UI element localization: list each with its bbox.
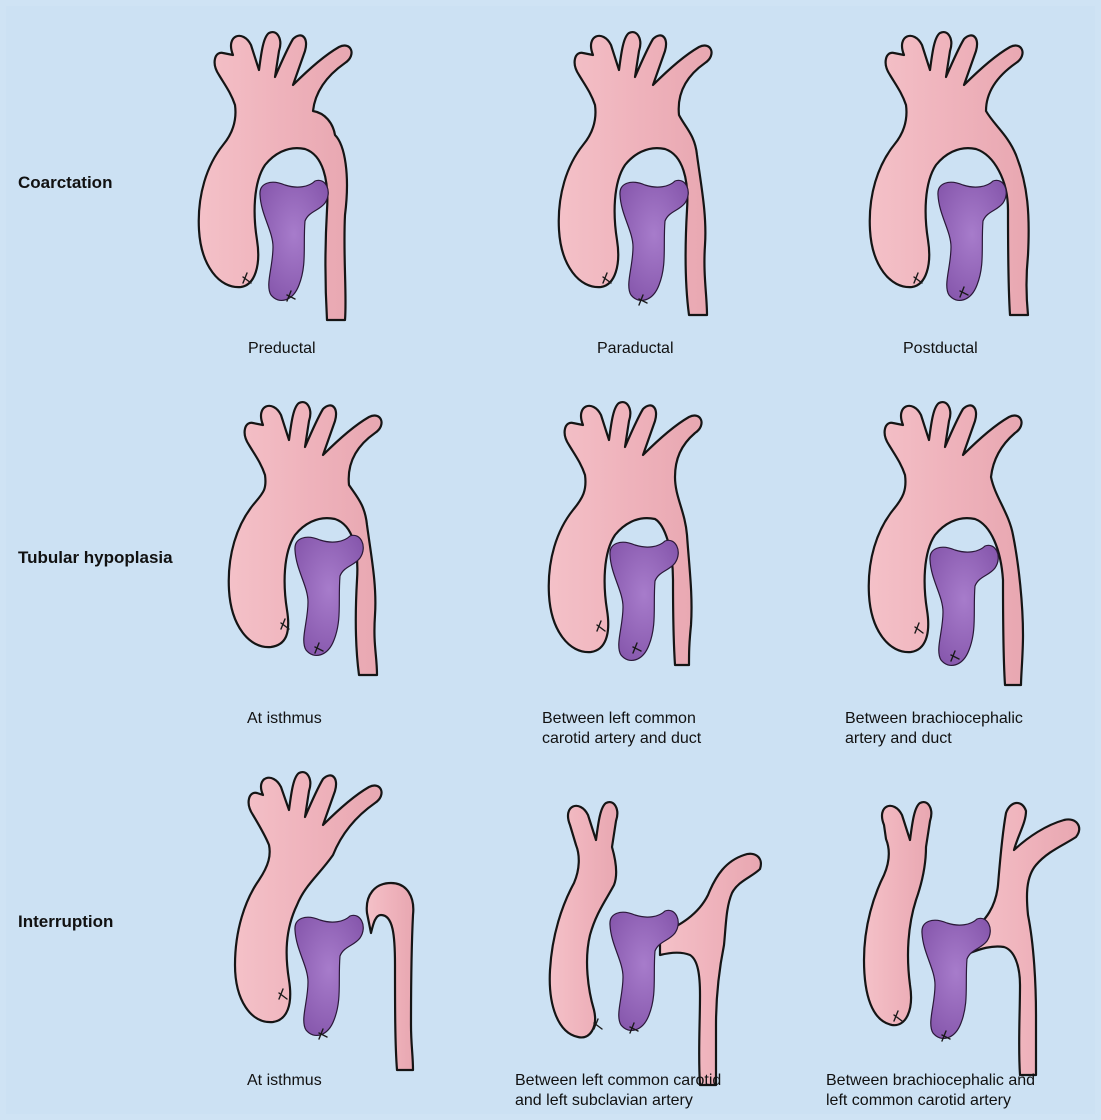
caption-line: Preductal (248, 339, 316, 359)
caption-paraductal: Paraductal (597, 339, 674, 359)
caption-line: Between left common (542, 709, 701, 729)
caption-line: artery and duct (845, 729, 1023, 749)
caption-line: left common carotid artery (826, 1091, 1035, 1111)
caption-line: Paraductal (597, 339, 674, 359)
caption-between-brachiocephalic-and-lcca: Between brachiocephalic and left common … (826, 1071, 1035, 1111)
aortic-arch-illustration (215, 385, 505, 715)
caption-between-lcca-and-duct: Between left common carotid artery and d… (542, 709, 701, 749)
caption-between-brachiocephalic-and-duct: Between brachiocephalic artery and duct (845, 709, 1023, 749)
aortic-arch-illustration (845, 385, 1101, 715)
caption-line: Between brachiocephalic and (826, 1071, 1035, 1091)
caption-at-isthmus: At isthmus (247, 1071, 322, 1091)
caption-line: and left subclavian artery (515, 1091, 721, 1111)
aortic-arch-illustration (175, 15, 465, 345)
aortic-arch-illustration (215, 765, 505, 1095)
caption-line: Between brachiocephalic (845, 709, 1023, 729)
aortic-arch-illustration (850, 765, 1101, 1095)
row-label-coarctation: Coarctation (18, 173, 112, 193)
aortic-arch-illustration (540, 765, 830, 1095)
caption-line: Between left common carotid (515, 1071, 721, 1091)
caption-postductal: Postductal (903, 339, 978, 359)
caption-line: At isthmus (247, 709, 322, 729)
caption-line: carotid artery and duct (542, 729, 701, 749)
aortic-arch-illustration (535, 15, 825, 345)
aortic-arch-illustration (868, 15, 1101, 345)
row-label-tubular-hypoplasia: Tubular hypoplasia (18, 548, 173, 568)
row-label-interruption: Interruption (18, 912, 113, 932)
caption-at-isthmus: At isthmus (247, 709, 322, 729)
caption-preductal: Preductal (248, 339, 316, 359)
caption-line: At isthmus (247, 1071, 322, 1091)
caption-line: Postductal (903, 339, 978, 359)
aortic-arch-illustration (525, 385, 815, 715)
caption-between-lcca-and-lsa: Between left common carotid and left sub… (515, 1071, 721, 1111)
